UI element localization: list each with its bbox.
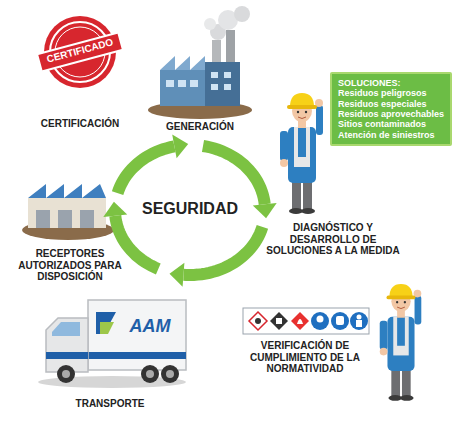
stage-label: VERIFICACIÓN DE CUMPLIMIENTO DE LA NORMA… xyxy=(236,340,374,375)
stage-label: DIAGNÓSTICO Y DESARROLLO DE SOLUCIONES A… xyxy=(262,222,404,257)
label-holder: RECEPTORES AUTORIZADOS PARA DISPOSICIÓN xyxy=(10,248,130,283)
stage-label: GENERACIÓN xyxy=(148,121,252,133)
box-item: Sitios contaminados xyxy=(338,119,444,129)
label-holder: CERTIFICACIÓN xyxy=(28,118,132,130)
stage-label: CERTIFICACIÓN xyxy=(28,118,132,130)
label-holder: DIAGNÓSTICO Y DESARROLLO DE SOLUCIONES A… xyxy=(262,222,404,257)
arrow-head xyxy=(172,135,188,159)
label-holder: TRANSPORTE xyxy=(55,398,165,410)
box-item: Residuos peligrosos xyxy=(338,88,444,98)
box-item: Residuos especiales xyxy=(338,99,444,109)
label-holder: AAM xyxy=(118,316,182,337)
label-holder: CERTIFICADO xyxy=(40,45,120,57)
stage-label: RECEPTORES AUTORIZADOS PARA DISPOSICIÓN xyxy=(10,248,130,283)
arrow-head xyxy=(253,203,277,218)
cycle-arrow xyxy=(203,146,265,204)
box-item: Atención de siniestros xyxy=(338,130,444,140)
truck-logo: AAM xyxy=(118,316,182,337)
cycle-arrow xyxy=(184,227,263,275)
box-item: Residuos aprovechables xyxy=(338,109,444,119)
label-holder: SEGURIDAD xyxy=(135,200,245,218)
solutions-box: SOLUCIONES:Residuos peligrososResiduos e… xyxy=(330,72,452,146)
arrow-head xyxy=(170,263,185,287)
label-holder: GENERACIÓN xyxy=(148,121,252,133)
cycle-arrow xyxy=(118,146,175,193)
label-holder: VERIFICACIÓN DE CUMPLIMIENTO DE LA NORMA… xyxy=(236,340,374,375)
center-label: SEGURIDAD xyxy=(135,200,245,218)
stage-label: TRANSPORTE xyxy=(55,398,165,410)
box-heading: SOLUCIONES: xyxy=(338,78,444,88)
arrow-head xyxy=(103,202,127,217)
